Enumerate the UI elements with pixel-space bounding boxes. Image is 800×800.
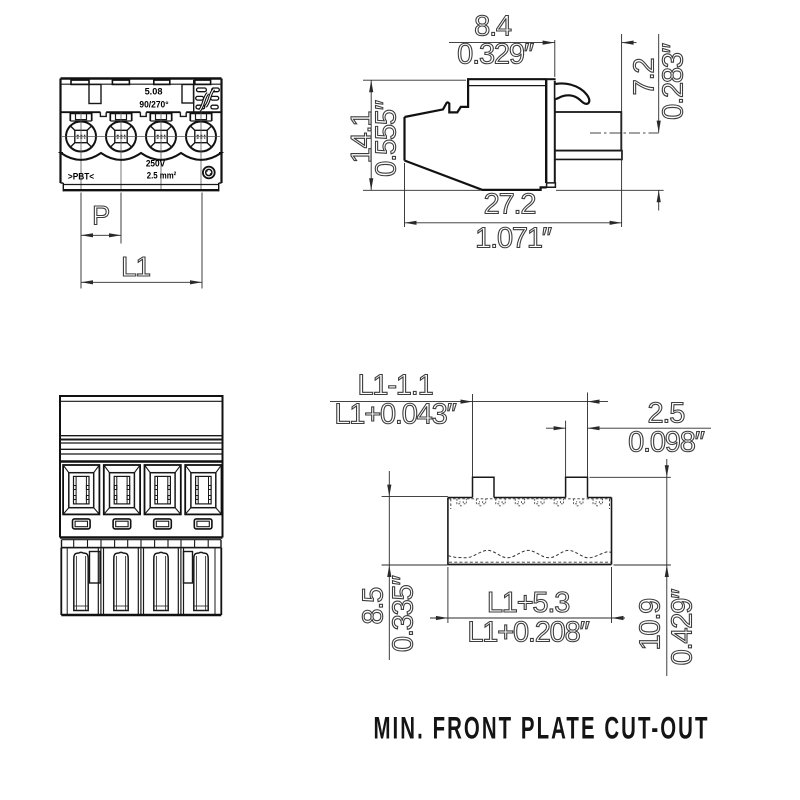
svg-text:2.5: 2.5 [647, 398, 684, 430]
svg-text:250V: 250V [146, 158, 165, 169]
svg-text:14.1: 14.1 [346, 112, 378, 164]
svg-text:90/270°: 90/270° [139, 99, 169, 109]
svg-text:L1+0.208″: L1+0.208″ [467, 617, 589, 649]
svg-text:L1-1.1: L1-1.1 [357, 370, 432, 402]
svg-text:10.9: 10.9 [634, 599, 666, 651]
svg-text:L1: L1 [121, 251, 150, 282]
svg-text:27.2: 27.2 [484, 189, 536, 221]
svg-text:0.283″: 0.283″ [658, 43, 690, 120]
svg-text:P: P [92, 201, 109, 231]
svg-text:L1+0.043″: L1+0.043″ [334, 398, 456, 430]
svg-text:8.5: 8.5 [358, 588, 390, 625]
svg-text:0.555″: 0.555″ [371, 100, 403, 177]
svg-text:2.5 mm²: 2.5 mm² [147, 170, 177, 181]
svg-text:8.4: 8.4 [474, 11, 512, 43]
svg-text:>PBT<: >PBT< [68, 171, 94, 182]
svg-text:0.335″: 0.335″ [388, 576, 420, 653]
svg-text:L1+5.3: L1+5.3 [487, 587, 569, 619]
svg-text:1.071″: 1.071″ [475, 223, 552, 255]
svg-text:5.08: 5.08 [145, 87, 163, 97]
svg-text:MIN. FRONT PLATE CUT-OUT: MIN. FRONT PLATE CUT-OUT [374, 710, 710, 746]
svg-text:7.2: 7.2 [628, 59, 660, 96]
svg-text:0.429″: 0.429″ [666, 589, 698, 666]
svg-text:0.098″: 0.098″ [628, 427, 705, 459]
svg-text:0.329″: 0.329″ [457, 39, 534, 71]
